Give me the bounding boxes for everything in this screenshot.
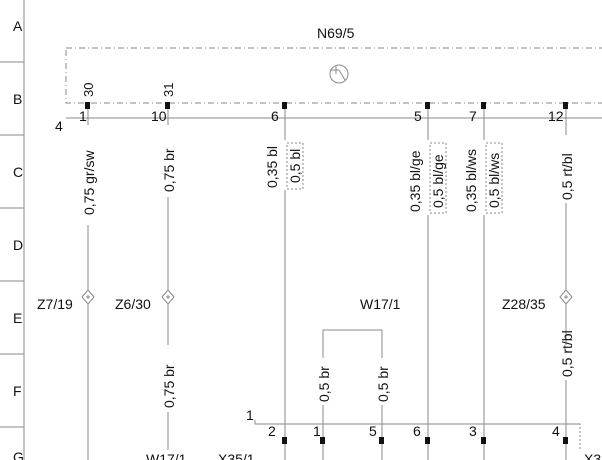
bottom-pin: 4 bbox=[552, 423, 560, 439]
wires bbox=[87, 109, 567, 460]
terminal-31: 31 bbox=[161, 83, 176, 97]
pin-7: 7 bbox=[469, 108, 477, 124]
junction-diamond-icon bbox=[559, 289, 573, 305]
ground-symbol-icon bbox=[329, 64, 349, 84]
wire-label: 0,5 bl bbox=[287, 149, 303, 183]
grid-ruler: A B C D E F G bbox=[0, 0, 25, 460]
bottom-pin: 1 bbox=[313, 423, 321, 439]
component-label: N69/5 bbox=[317, 25, 355, 41]
junction-label-z28-35: Z28/35 bbox=[502, 296, 546, 312]
pin-5: 5 bbox=[414, 108, 422, 124]
component-outline bbox=[65, 47, 602, 104]
wire-label: 0,75 br bbox=[161, 148, 177, 192]
top-pins: 30 31 1 10 6 5 7 12 bbox=[79, 83, 568, 124]
wire-label: 0,5 rt/bl bbox=[559, 153, 575, 200]
shield-label-w17-1: W17/1 bbox=[360, 296, 401, 312]
wire-label: 0,5 br bbox=[316, 366, 332, 402]
wire-label: 0,5 br bbox=[375, 366, 391, 402]
connector-number: 4 bbox=[55, 118, 63, 134]
bottom-label-w17-1: W17/1 bbox=[146, 451, 187, 460]
pin-1: 1 bbox=[79, 108, 87, 124]
wire-label: 0,75 gr/sw bbox=[81, 150, 97, 215]
bottom-connector: 1 2 1 5 6 3 4 W17/1 X35/1 X3 bbox=[146, 407, 601, 460]
bottom-connector-number: 1 bbox=[246, 407, 254, 423]
grid-label-e: E bbox=[13, 310, 22, 326]
bottom-label-x3: X3 bbox=[584, 451, 601, 460]
wire-label: 0,35 bl/ws bbox=[463, 149, 479, 212]
junction-diamond-icon bbox=[81, 289, 95, 305]
wire-labels: 0,75 gr/sw 0,75 br 0,35 bl 0,5 bl 0,35 b… bbox=[81, 146, 575, 408]
junction-diamond-icon bbox=[161, 289, 175, 305]
bottom-pin: 6 bbox=[413, 423, 421, 439]
bottom-pin: 5 bbox=[369, 423, 377, 439]
grid-label-f: F bbox=[13, 383, 22, 399]
grid-label-d: D bbox=[13, 237, 23, 253]
bottom-pin: 3 bbox=[469, 423, 477, 439]
wire-label: 0,5 rt/bl bbox=[559, 330, 575, 377]
component-n69-5: N69/5 4 bbox=[55, 25, 602, 134]
bottom-pin: 2 bbox=[268, 423, 276, 439]
wire-label: 0,35 bl bbox=[264, 146, 280, 188]
grid-label-g: G bbox=[13, 449, 24, 460]
pin-6: 6 bbox=[271, 108, 279, 124]
junction-label-z7-19: Z7/19 bbox=[37, 296, 73, 312]
wire-label-groups bbox=[286, 142, 503, 214]
grid-label-a: A bbox=[13, 18, 23, 34]
wire-label: 0,75 br bbox=[161, 364, 177, 408]
junction-label-z6-30: Z6/30 bbox=[115, 296, 151, 312]
grid-label-c: C bbox=[13, 164, 23, 180]
pin-10: 10 bbox=[151, 108, 167, 124]
junctions: Z7/19 Z6/30 Z28/35 W17/1 bbox=[37, 289, 573, 312]
wire-label: 0,35 bl/ge bbox=[407, 150, 423, 212]
pin-12: 12 bbox=[548, 108, 564, 124]
bottom-label-x35-1: X35/1 bbox=[218, 451, 255, 460]
wire-label: 0,5 bl/ws bbox=[486, 153, 502, 208]
terminal-30: 30 bbox=[81, 83, 96, 97]
grid-label-b: B bbox=[13, 91, 22, 107]
wire-label: 0,5 bl/ge bbox=[430, 154, 446, 208]
